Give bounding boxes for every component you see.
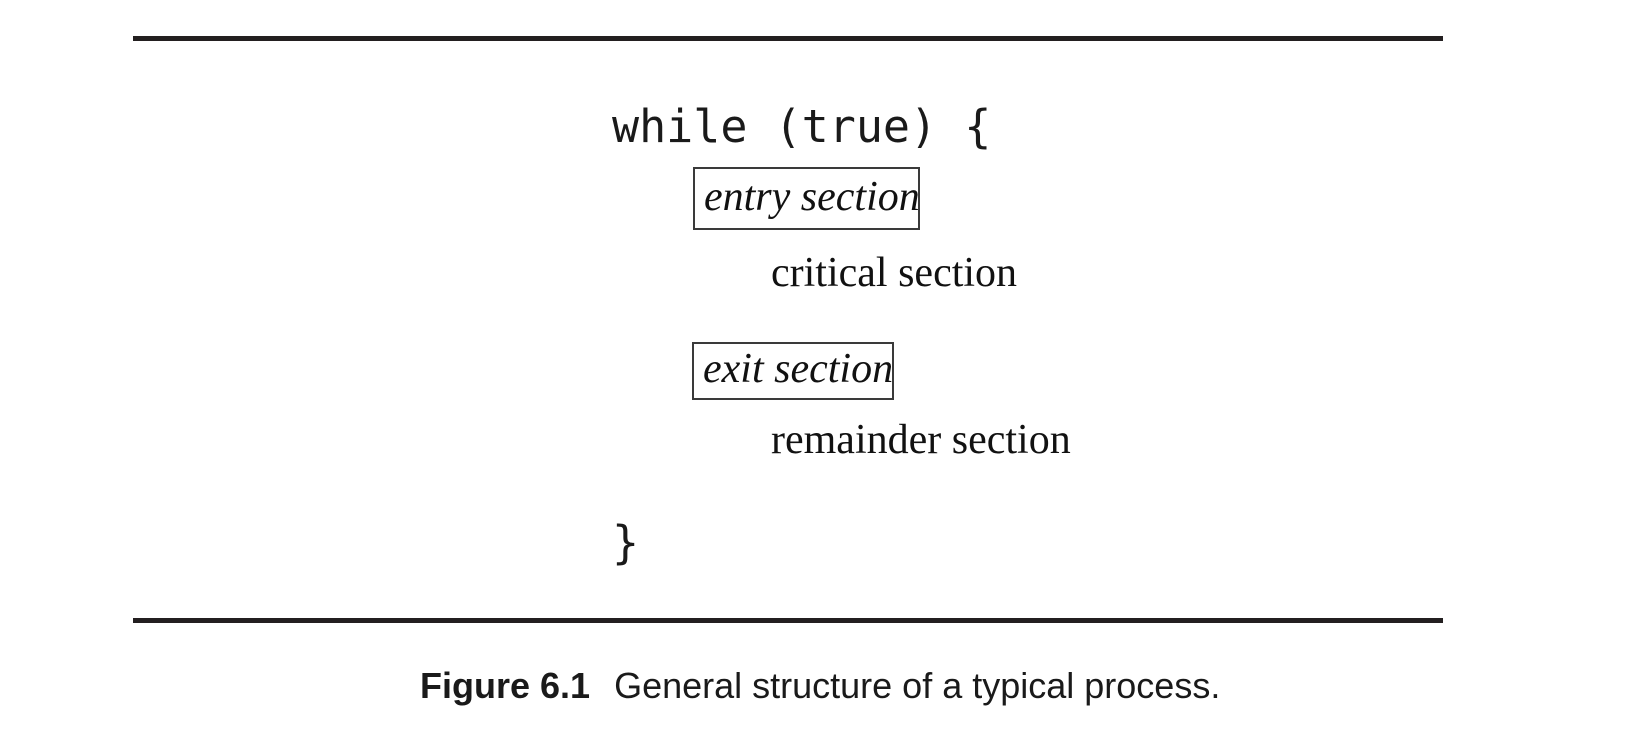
entry-section-label: entry section xyxy=(704,173,920,220)
exit-section-box: exit section xyxy=(692,342,894,400)
figure-caption-text: General structure of a typical process. xyxy=(614,665,1221,706)
code-while-line: while (true) { xyxy=(612,100,992,153)
entry-section-box: entry section xyxy=(693,167,920,230)
remainder-section-label: remainder section xyxy=(771,417,1071,463)
exit-section-label: exit section xyxy=(703,346,894,392)
code-close-brace: } xyxy=(612,516,640,569)
figure-caption: Figure 6.1 General structure of a typical… xyxy=(420,668,1220,704)
figure-top-rule xyxy=(133,36,1443,41)
figure-bottom-rule xyxy=(133,618,1443,623)
figure-caption-number: Figure 6.1 xyxy=(420,665,591,706)
figure-content: while (true) { entry section critical se… xyxy=(0,36,1646,618)
critical-section-label: critical section xyxy=(771,250,1018,296)
